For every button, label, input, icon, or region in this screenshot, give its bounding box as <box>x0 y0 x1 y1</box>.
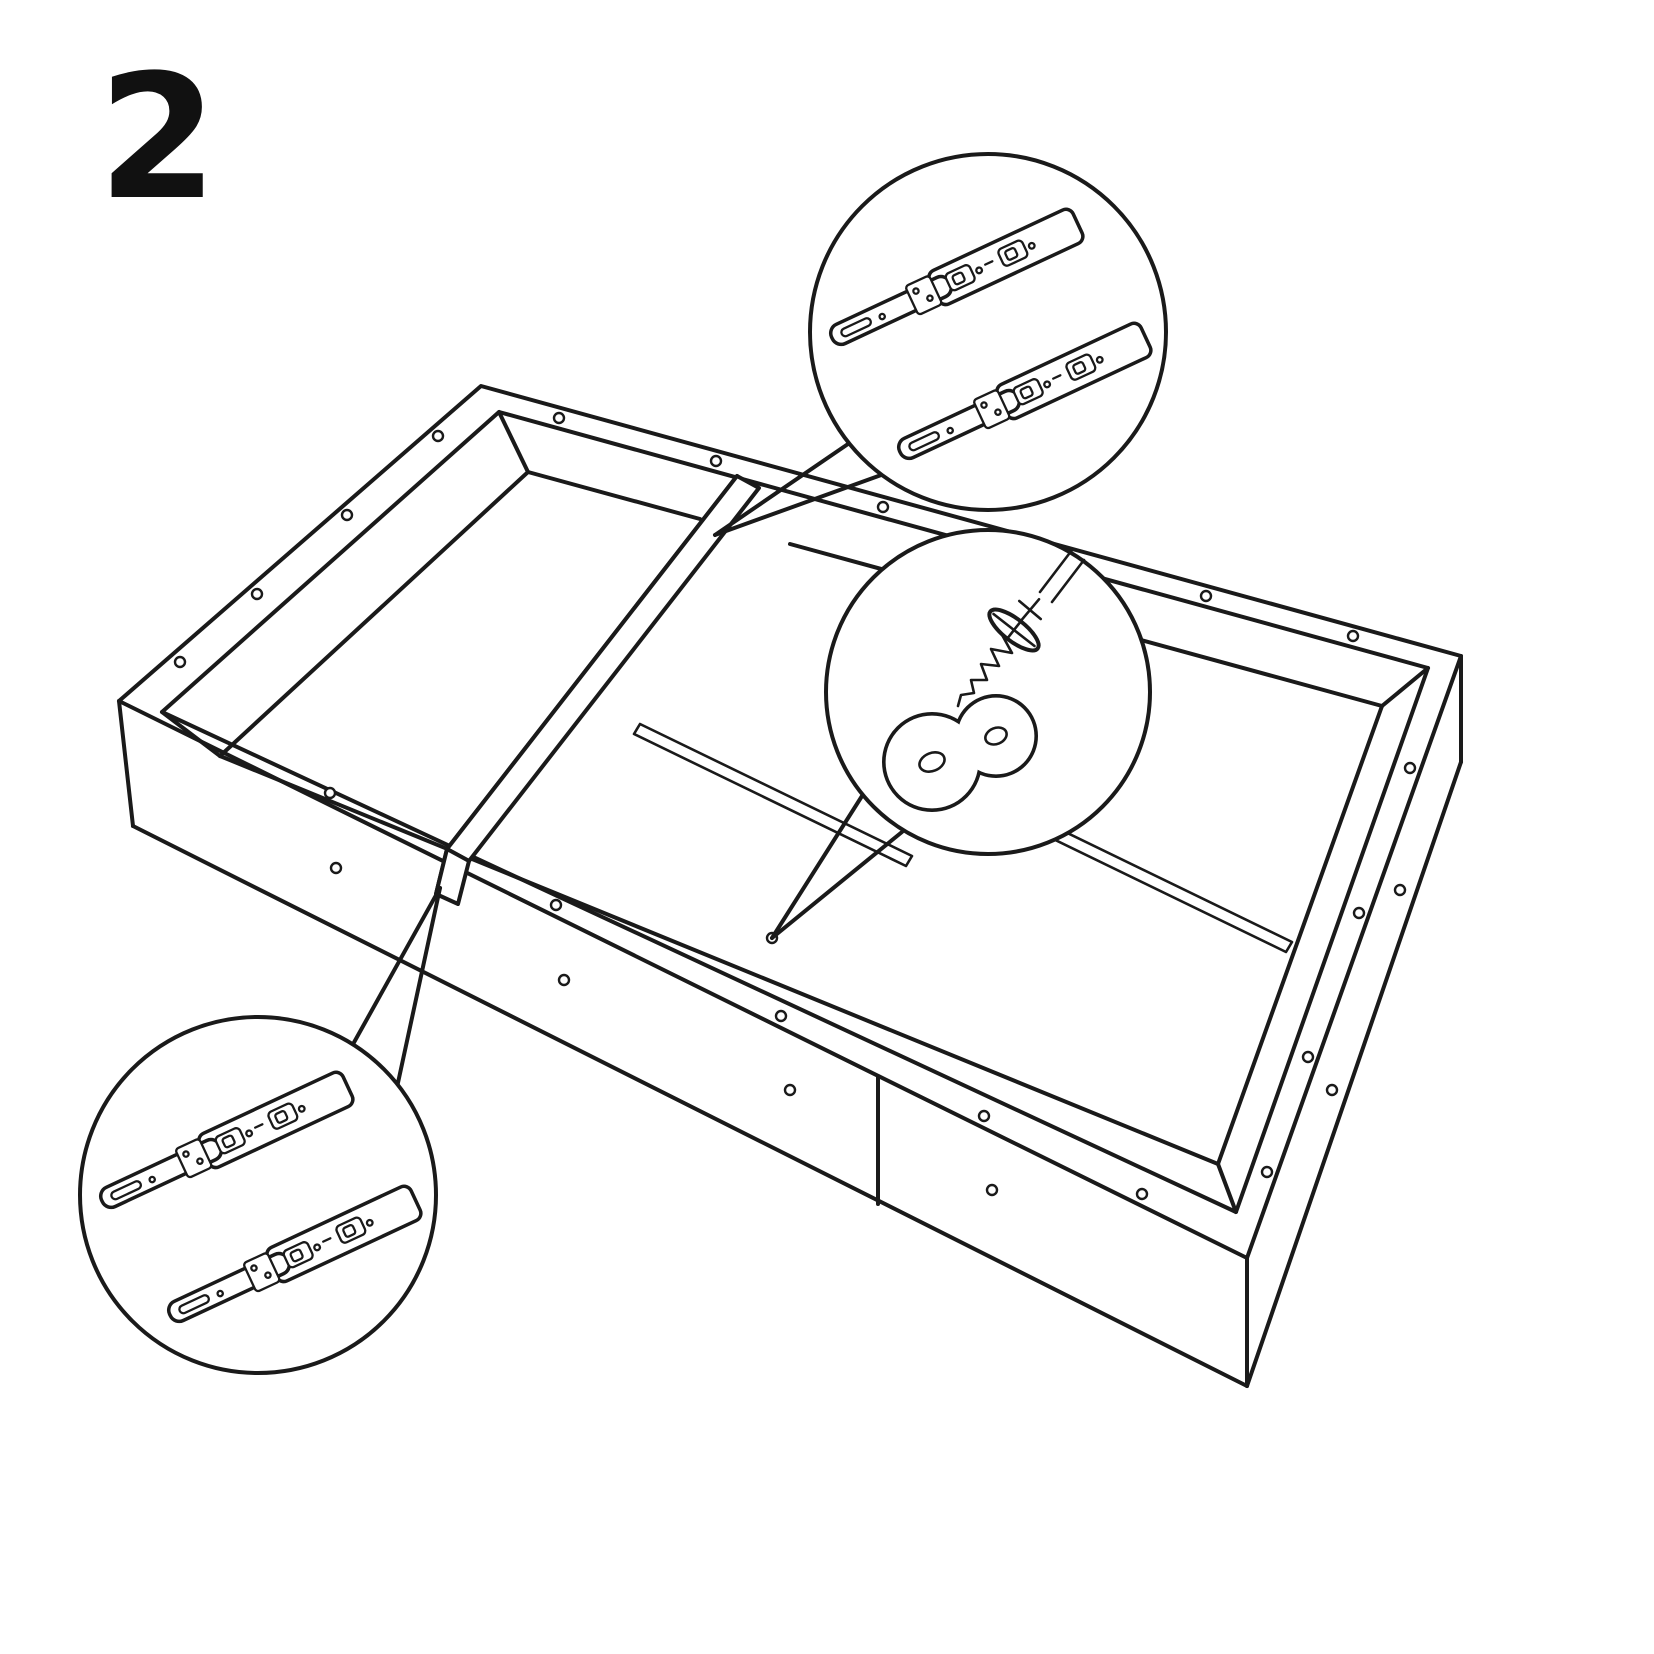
screw-holes <box>173 411 1417 1201</box>
leader-line <box>713 442 886 537</box>
step-number: 2 <box>98 37 218 238</box>
figure8-plate-icon <box>882 694 1038 812</box>
leader-line <box>770 794 904 940</box>
callout-screw-plate <box>824 528 1152 856</box>
leader-line <box>350 886 442 1094</box>
callout-circle <box>824 528 1152 856</box>
screw-icon <box>956 607 1041 708</box>
callout-top-drawer-slides <box>808 152 1168 512</box>
frame-body-edges <box>117 654 1463 1388</box>
screwdriver-tip-icon <box>1017 548 1086 623</box>
callout-bottom-drawer-slides <box>78 1015 438 1375</box>
callout-leader-lines <box>350 442 904 1094</box>
center-divider <box>434 474 761 906</box>
